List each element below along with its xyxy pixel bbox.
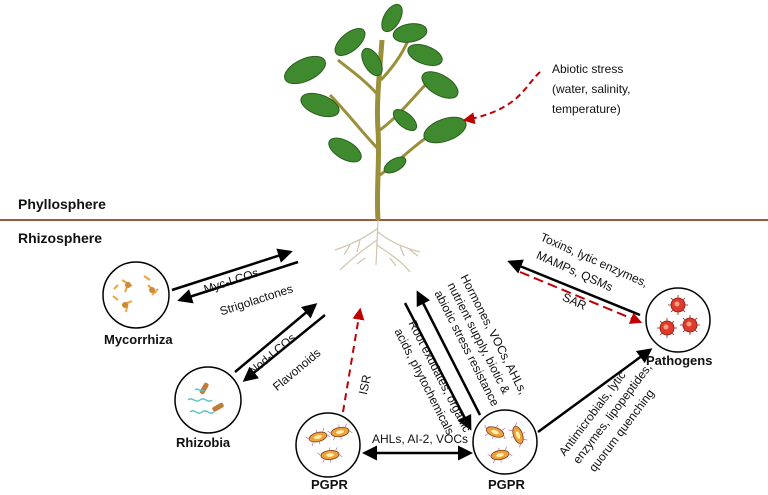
pgpr-right-circle	[472, 409, 538, 475]
arrow-toxins	[507, 259, 641, 317]
abiotic-stress-line3: temperature)	[552, 102, 621, 116]
arrow-strigolactones	[177, 260, 299, 304]
arrow-myc-lcos	[171, 248, 293, 292]
arrow-flavonoids	[242, 314, 326, 382]
mycorrhiza-circle	[102, 261, 170, 329]
pgpr-left-label: PGPR	[311, 477, 348, 492]
arrow-nod-lcos	[234, 303, 318, 373]
abiotic-stress-line1: Abiotic stress	[552, 62, 624, 76]
arrow-isr	[342, 307, 365, 413]
arrow-root-exudates	[403, 302, 472, 431]
pgpr-left-circle	[295, 412, 361, 478]
ahls-ai2-vocs-label: AHLs, AI-2, VOCs	[372, 432, 469, 446]
arrow-hormones	[416, 290, 482, 416]
rhizosphere-label: Rhizosphere	[18, 230, 103, 246]
abiotic-stress-line2: (water, salinity,	[552, 82, 631, 96]
phyllosphere-label: Phyllosphere	[18, 196, 106, 212]
mycorrhiza-label: Mycorrhiza	[104, 332, 173, 347]
abiotic-stress-arrow	[462, 71, 541, 125]
rhizobia-label: Rhizobia	[176, 435, 231, 450]
arrow-sar	[519, 271, 643, 324]
plant-illustration	[284, 3, 467, 273]
pathogens-label: Pathogens	[646, 353, 713, 368]
arrow-antimicrobials	[537, 348, 653, 434]
pathogens-circle	[645, 287, 711, 353]
leaves	[284, 3, 467, 174]
roots	[334, 219, 421, 273]
rhizobia-circle	[174, 366, 242, 434]
pgpr-right-label: PGPR	[488, 477, 525, 492]
